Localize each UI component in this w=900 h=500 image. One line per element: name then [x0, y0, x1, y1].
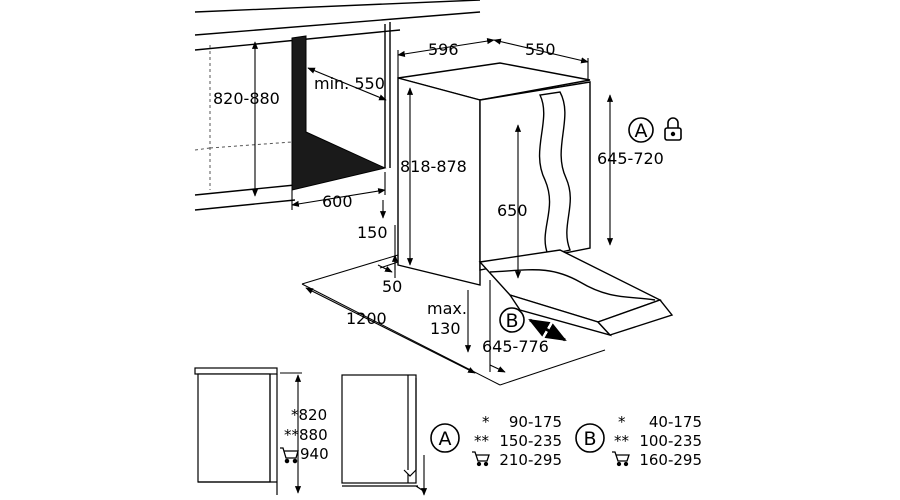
side-view-left [194, 367, 278, 495]
side-height-2: **880 [284, 426, 328, 444]
label-max: max. [427, 299, 467, 318]
cutaway-edge [538, 91, 571, 256]
svg-text:A: A [635, 120, 648, 142]
label-door-travel: 645-776 [482, 337, 549, 356]
label-plinth-height: 150 [357, 223, 388, 242]
table-b-val-1: 40-175 [649, 413, 702, 431]
marker-a: A [628, 117, 654, 143]
table-a-key-1: * [482, 413, 490, 431]
table-b-key-2: ** [614, 432, 630, 450]
table-a-val-2: 150-235 [499, 432, 562, 450]
label-max-value: 130 [430, 319, 461, 338]
side-height-3: 940 [300, 445, 329, 463]
lock-icon [664, 117, 682, 141]
svg-text:B: B [583, 428, 596, 450]
dimension-labels: 820-880 min. 550 600 596 550 818-878 645… [213, 40, 664, 356]
table-a-val-3: 210-295 [499, 451, 562, 469]
label-cabinet-height: 820-880 [213, 89, 280, 108]
label-door-swing: 1200 [346, 309, 387, 328]
table-b-val-2: 100-235 [639, 432, 702, 450]
table-a-marker [430, 423, 460, 453]
table-b-marker [575, 423, 605, 453]
table-a-cart-icon [472, 451, 490, 467]
label-plinth-setback: 50 [382, 277, 402, 296]
niche-side-panel [291, 35, 387, 191]
table-a-val-1: 90-175 [509, 413, 562, 431]
label-inner-height: 650 [497, 201, 528, 220]
svg-text:A: A [439, 428, 452, 450]
table-a: A * 90-175 ** 150-235 210-295 [430, 413, 562, 469]
side-height-1: *820 [291, 406, 327, 424]
svg-text:B: B [505, 310, 518, 332]
table-a-key-2: ** [474, 432, 490, 450]
label-door-height: 645-720 [597, 149, 664, 168]
cart-icon [280, 447, 299, 464]
label-min-depth: min. 550 [314, 74, 385, 93]
appliance-door-open [478, 249, 674, 337]
side-height-line [280, 372, 302, 494]
label-appliance-height: 818-878 [400, 157, 467, 176]
label-niche-width: 600 [322, 192, 353, 211]
table-b-cart-icon [612, 451, 630, 467]
label-appliance-depth: 550 [525, 40, 556, 59]
marker-b: B [499, 307, 525, 333]
cabinet-hidden-lines [194, 45, 293, 190]
side-view-heights: *820 **880 940 [284, 406, 329, 463]
label-appliance-width: 596 [428, 40, 459, 59]
table-b-val-3: 160-295 [639, 451, 702, 469]
door-travel-arrow [528, 318, 567, 342]
table-b: B * 40-175 ** 100-235 160-295 [575, 413, 702, 469]
table-b-key-1: * [618, 413, 626, 431]
side-view-right [341, 374, 426, 493]
dimension-lines [251, 38, 614, 374]
